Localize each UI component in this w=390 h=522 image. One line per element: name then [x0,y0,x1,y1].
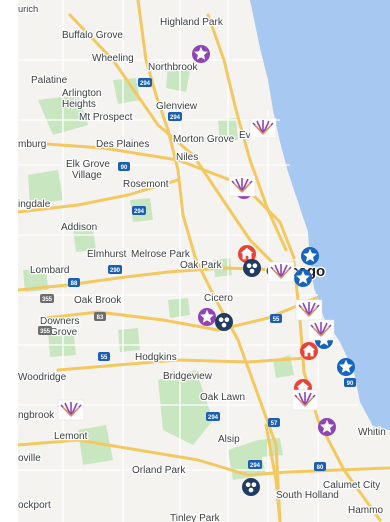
place-label: Calumet City [323,480,380,491]
place-label: Des Plaines [96,139,149,150]
place-label: Cicero [204,293,233,304]
state-shield: 355 [40,294,54,303]
place-label: ngbrook [18,410,55,421]
svg-text:294: 294 [134,209,145,215]
interstate-shield: 294 [132,206,146,215]
purple-star-marker[interactable] [198,308,216,326]
place-label: Bridgeview [163,371,213,382]
lake-michigan [250,0,390,430]
logo-marker[interactable] [249,117,277,139]
interstate-shield: 294 [168,112,182,121]
place-label: Oak Brook [74,295,122,306]
navy-group-marker[interactable] [243,259,261,277]
purple-star-marker[interactable] [192,45,210,63]
place-label: Arlington [62,88,101,99]
svg-text:57: 57 [271,421,278,427]
place-label: Morton Grove [173,134,235,145]
place-label: Alsip [218,434,240,445]
place-label: Niles [176,152,198,163]
place-label: Highland Park [160,17,224,28]
logo-marker[interactable] [291,389,319,411]
interstate-shield: 294 [206,412,220,421]
svg-text:294: 294 [208,415,219,421]
red-home-marker[interactable] [238,245,256,263]
place-label: Lemont [54,431,88,442]
place-label: Tinley Park [170,513,221,522]
place-label: ockport [18,500,51,511]
state-shield: 83 [94,312,106,321]
place-label: South Holland [276,490,339,501]
svg-text:83: 83 [97,315,104,321]
interstate-shield: 90 [344,378,356,387]
place-label: Palatine [31,75,68,86]
place-label: Downers [40,316,79,327]
logo-marker[interactable] [307,319,335,341]
interstate-shield: 55 [98,352,110,361]
blue-star-marker[interactable] [337,358,355,376]
place-label: Melrose Park [131,249,191,260]
place-label: Glenview [156,101,198,112]
interstate-shield: 57 [268,418,280,427]
place-label: Woodridge [18,372,67,383]
svg-text:55: 55 [101,355,108,361]
place-label: oville [18,453,41,464]
place-label: Elmhurst [87,249,127,260]
interstate-shield: 294 [138,78,152,87]
place-label: Elk Grove [66,159,110,170]
navy-group-marker[interactable] [215,313,233,331]
svg-text:80: 80 [317,465,324,471]
interstate-shield: 290 [108,265,122,274]
svg-text:55: 55 [273,317,280,323]
logo-marker[interactable] [295,299,323,321]
place-label: Addison [61,222,97,233]
place-label: Mt Prospect [79,112,133,123]
interstate-shield: 90 [118,162,130,171]
svg-text:294: 294 [170,115,181,121]
place-label: ingdale [18,199,51,210]
purple-star-marker[interactable] [318,418,336,436]
place-label: Hammo [348,505,383,516]
svg-text:290: 290 [110,268,121,274]
logo-marker[interactable] [228,175,256,197]
logo-marker[interactable] [267,261,295,283]
blue-star-marker[interactable] [294,269,312,287]
svg-text:90: 90 [347,381,354,387]
svg-text:294: 294 [250,463,261,469]
state-shield: 355 [38,326,52,335]
place-label: Hodgkins [135,352,177,363]
place-label: Wheeling [92,53,134,64]
red-home-marker[interactable] [300,342,318,360]
navy-group-marker[interactable] [242,478,260,496]
svg-text:88: 88 [71,281,78,287]
place-label: Whitin [358,427,386,438]
interstate-shield: 55 [270,314,282,323]
place-label: urich [18,4,38,14]
highway-shields: 294 294 90 294 290 88 355 83 55 355 55 9… [38,78,356,471]
place-label: Oak Park [180,260,223,271]
interstate-shield: 294 [248,460,262,469]
place-label: Buffalo Grove [62,30,123,41]
place-label: Northbrook [148,62,198,73]
logo-marker[interactable] [57,399,85,421]
interstate-shield: 80 [314,462,326,471]
map-canvas[interactable]: urich Highland Park Buffalo Grove Wheeli… [18,0,390,522]
place-label: Heights [62,99,96,110]
place-label: Lombard [30,265,69,276]
place-label: Village [72,170,102,181]
svg-text:355: 355 [40,329,51,335]
svg-text:294: 294 [140,81,151,87]
map-markers [57,45,355,496]
svg-text:355: 355 [42,297,53,303]
place-label: Oak Lawn [200,392,245,403]
place-label: Orland Park [132,465,186,476]
blue-star-marker[interactable] [301,247,319,265]
place-labels: urich Highland Park Buffalo Grove Wheeli… [18,3,387,522]
place-label: Grove [50,327,78,338]
interstate-shield: 88 [68,278,80,287]
place-label: mburg [18,139,46,150]
place-label: Rosemont [123,179,169,190]
svg-text:90: 90 [121,165,128,171]
